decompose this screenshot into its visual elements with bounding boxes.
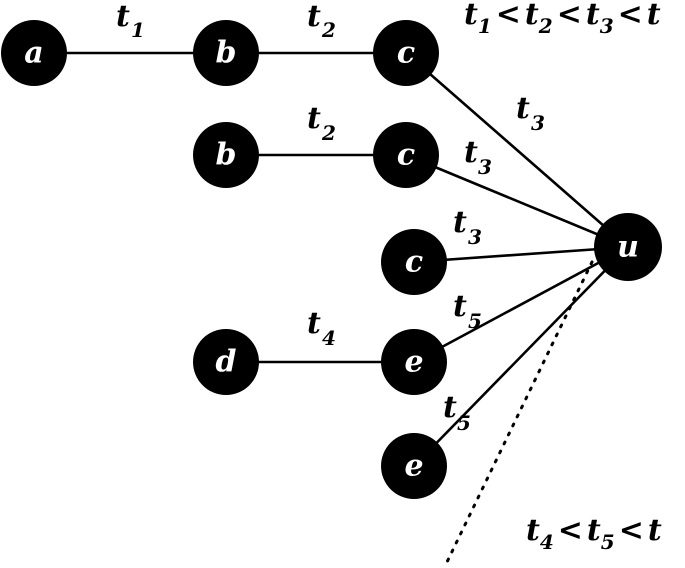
node-c-mid-label: c — [397, 138, 415, 173]
edge-label-eu2-sub: 5 — [457, 411, 471, 435]
inequality-top-s2: 2 — [538, 14, 553, 38]
edge-label-eu1-base: t — [453, 289, 467, 324]
edge-c-u-lone — [413, 245, 629, 264]
inequality-top-lt3: < — [618, 0, 643, 32]
node-e-bottom: e — [381, 433, 447, 499]
node-c-mid: c — [373, 122, 439, 188]
inequality-bottom-lt1: < — [558, 513, 583, 548]
node-a: a — [1, 20, 67, 86]
edge-label-cu1-sub: 3 — [531, 111, 545, 135]
edge-label-ab: t 1 — [116, 0, 145, 42]
inequality-top-t2: t — [525, 0, 539, 32]
edge-label-cu3-base: t — [453, 205, 467, 240]
edge-label-bc2-sub: 2 — [321, 121, 336, 145]
inequality-top-t3: t — [586, 0, 600, 32]
edge-label-cu2-base: t — [464, 135, 478, 170]
node-c-top: c — [373, 20, 439, 86]
edge-label-ab-base: t — [116, 0, 130, 34]
edge-label-cu2: t 3 — [464, 135, 492, 179]
inequality-top: t1<t2<t3<t — [464, 0, 661, 38]
edge-label-cu3-sub: 3 — [468, 225, 482, 249]
node-b-mid: b — [193, 122, 259, 188]
node-e-mid: e — [381, 329, 447, 395]
node-e-bottom-label: e — [404, 449, 423, 484]
edge-label-ab-sub: 1 — [131, 18, 145, 42]
node-a-label: a — [24, 36, 43, 71]
node-b-mid-label: b — [216, 138, 237, 173]
inequality-bottom: t4<t5<t — [526, 513, 662, 554]
edge-label-eu1: t 5 — [453, 289, 482, 333]
inequality-top-s3: 3 — [600, 14, 614, 38]
edge-label-bc2: t 2 — [307, 101, 336, 145]
node-d: d — [193, 329, 259, 395]
edge-label-bc1: t 2 — [307, 0, 336, 42]
node-c-lone-label: c — [405, 245, 423, 280]
node-d-label: d — [216, 345, 237, 380]
edge-label-eu2: t 5 — [443, 390, 471, 435]
node-e-mid-label: e — [404, 345, 423, 380]
inequality-top-t4: t — [647, 0, 661, 32]
node-b-top: b — [193, 20, 259, 86]
inequality-bottom-lt2: < — [619, 513, 644, 548]
edge-label-cu3: t 3 — [453, 205, 482, 249]
node-c-top-label: c — [397, 36, 415, 71]
edge-c-u-mid — [405, 153, 629, 249]
edge-label-eu1-sub: 5 — [468, 309, 482, 333]
edge-label-cu1-base: t — [516, 91, 530, 126]
inequality-top-t1: t — [464, 0, 478, 32]
inequality-top-s1: 1 — [478, 14, 492, 38]
node-c-lone: c — [381, 229, 447, 295]
edge-label-de-base: t — [307, 306, 321, 341]
inequality-top-lt1: < — [496, 0, 521, 32]
edge-label-bc2-base: t — [307, 101, 321, 136]
node-u: u — [594, 213, 662, 281]
edge-label-bc1-sub: 2 — [321, 18, 336, 42]
inequality-bottom-t3: t — [648, 513, 662, 548]
node-u-label: u — [617, 230, 639, 265]
inequality-bottom-t1: t — [526, 513, 540, 548]
inequality-bottom-t2: t — [587, 513, 601, 548]
inequality-top-lt2: < — [557, 0, 582, 32]
inequality-bottom-s1: 4 — [540, 530, 554, 554]
edge-e-u-mid — [413, 245, 629, 364]
inequality-bottom-s2: 5 — [601, 530, 615, 554]
edge-c-u-top — [405, 52, 629, 248]
edge-label-cu2-sub: 3 — [478, 155, 492, 179]
edge-label-cu1: t 3 — [516, 91, 545, 135]
edge-e-u-bottom — [413, 246, 629, 467]
edge-label-bc1-base: t — [307, 0, 321, 34]
edge-label-de-sub: 4 — [322, 326, 336, 350]
node-b-top-label: b — [216, 36, 237, 71]
edge-label-de: t 4 — [307, 306, 336, 350]
edge-label-eu2-base: t — [443, 390, 457, 425]
